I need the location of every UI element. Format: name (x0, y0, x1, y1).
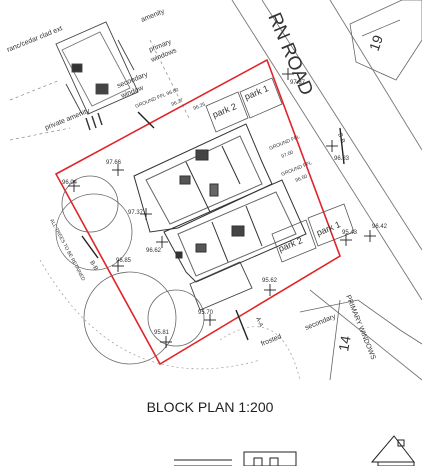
label-ground-ffl-1-value: 97.00 (281, 150, 295, 160)
label-section-aa: A-A (254, 317, 263, 329)
proposed-dwelling-south (163, 179, 307, 283)
spot-level: 96.85 (116, 258, 132, 264)
spot-level: 95.62 (262, 278, 278, 284)
house-number-19: 19 (366, 33, 386, 53)
amenity-dashed-lines (9, 39, 191, 141)
house-number-14: 14 (335, 334, 353, 352)
spot-level-markers (68, 68, 376, 348)
spot-level: 96.83 (334, 156, 350, 162)
spot-level-labels: 97.87 96.83 97.66 96.04 97.37 96.62 96.8… (62, 80, 388, 336)
site-boundary (54, 58, 341, 366)
spot-level: 97.66 (106, 160, 122, 166)
rear-projection (189, 261, 253, 311)
spot-level: 95.43 (342, 230, 358, 236)
parking-bays (205, 77, 355, 263)
label-ground-ffl-2-value: 96.50 (295, 174, 309, 184)
retained-trees (55, 175, 205, 365)
drawing-caption: BLOCK PLAN 1:200 (147, 399, 274, 415)
spot-level: 96.27 (171, 98, 185, 108)
existing-neighbour-house (55, 21, 139, 115)
spot-level: 97.87 (290, 80, 306, 86)
spot-level: 96.25 (193, 102, 207, 112)
label-section-bb-top: B-B (336, 133, 345, 145)
label-section-bb-left: B-B (88, 260, 98, 272)
road-edges (231, 0, 422, 381)
spot-level: 95.70 (198, 310, 214, 316)
section-markers (81, 111, 345, 341)
elevation-thumbnails (174, 435, 416, 466)
spot-level: 97.37 (128, 210, 144, 216)
spot-level: 96.62 (146, 248, 162, 254)
tree-protection-arcs (39, 259, 301, 381)
neighbour-plot-19 (349, 0, 422, 81)
neighbour-plot-14 (299, 299, 422, 381)
spot-level: 96.04 (62, 180, 78, 186)
spot-level: 96.42 (372, 224, 388, 230)
spot-level: 95.81 (154, 330, 170, 336)
existing-building-hatch (85, 112, 103, 131)
